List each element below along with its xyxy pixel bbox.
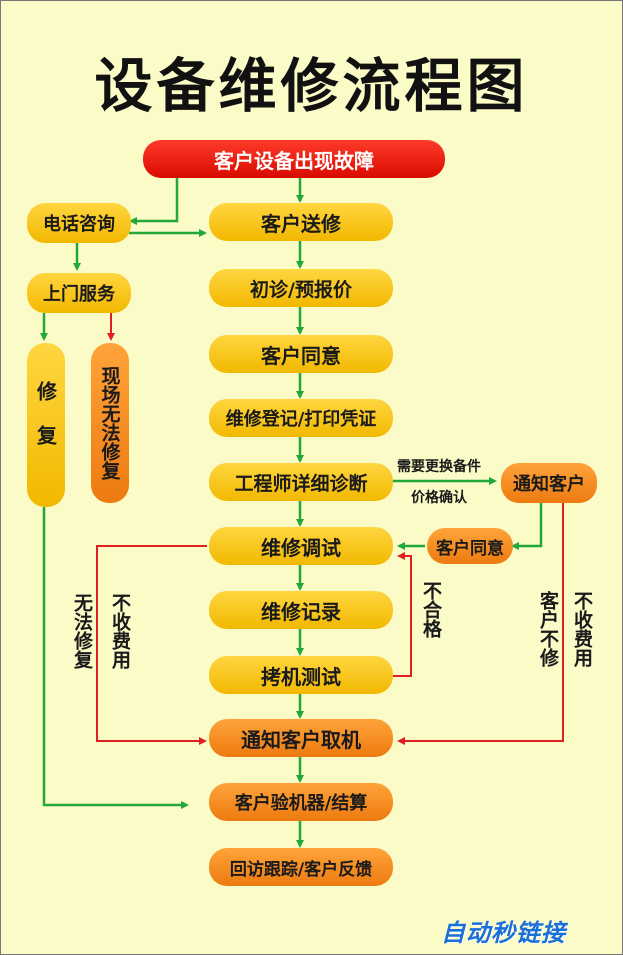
label-no-charge-2: 不收费用 — [571, 591, 593, 667]
node-test: 拷机测试 — [209, 656, 393, 694]
watermark-logo: 自动秒链接 — [441, 919, 566, 947]
arrow-repair-to-inspect — [42, 507, 189, 809]
node-agree2: 客户同意 — [427, 528, 513, 564]
node-engineer: 工程师详细诊断 — [209, 463, 393, 501]
node-phone: 电话咨询 — [27, 203, 131, 243]
node-notify: 通知客户 — [501, 463, 597, 503]
node-onsite: 上门服务 — [27, 273, 131, 313]
label-unqualified: 不合格 — [420, 581, 442, 638]
arrow-fault-to-phone — [129, 177, 179, 225]
node-debug: 维修调试 — [209, 527, 393, 565]
label-parts-line2: 价格确认 — [411, 490, 467, 506]
label-no-charge: 不收费用 — [109, 593, 131, 669]
node-diagnose: 初诊/预报价 — [209, 269, 393, 307]
node-fault: 客户设备出现故障 — [143, 140, 445, 178]
arrow-test-to-debug — [393, 552, 412, 677]
label-client-no-fix: 客户不修 — [537, 591, 559, 667]
node-record: 维修记录 — [209, 591, 393, 629]
arrow-notify-to-agree2 — [511, 503, 543, 550]
node-cannot: 现场无法修复 — [91, 343, 129, 503]
label-cannot-fix: 无法修复 — [71, 593, 93, 669]
arrow-notify-to-pickup — [397, 503, 564, 745]
node-repair: 修复 — [27, 343, 65, 507]
node-feedback: 回访跟踪/客户反馈 — [209, 848, 393, 886]
page-title: 设备维修流程图 — [94, 52, 529, 120]
arrow-debug-to-pickup — [96, 545, 207, 745]
node-send: 客户送修 — [209, 203, 393, 241]
label-parts-line1: 需要更换备件 — [397, 459, 481, 475]
node-inspect: 客户验机器/结算 — [209, 783, 393, 821]
node-register: 维修登记/打印凭证 — [209, 399, 393, 437]
node-pickup: 通知客户取机 — [209, 719, 393, 757]
node-agree: 客户同意 — [209, 335, 393, 373]
